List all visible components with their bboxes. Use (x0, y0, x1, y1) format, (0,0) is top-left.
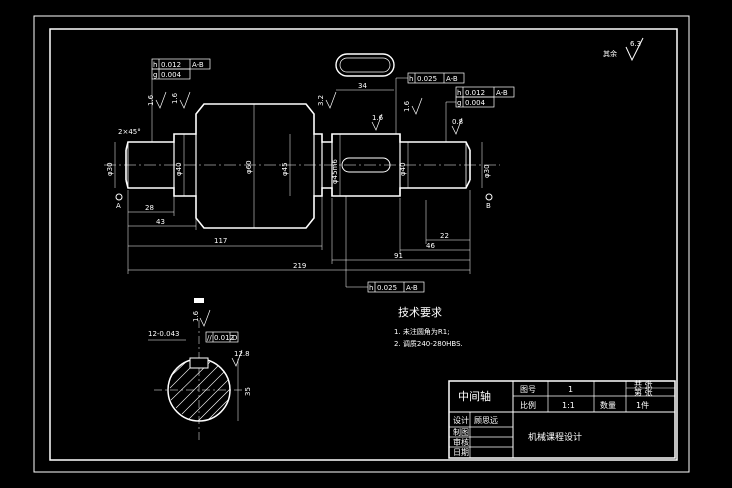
tol-sym: // (207, 334, 212, 342)
tol-val: 0.012 (465, 89, 485, 97)
qty-value: 1件 (636, 400, 649, 410)
roughness-symbol-icon (625, 37, 644, 62)
diameter-dims (114, 104, 483, 228)
tol-sym: g (457, 99, 461, 107)
roughness-value: 0.8 (452, 118, 463, 126)
dim-phi45m6: φ45m6 (331, 159, 339, 184)
roughness-value: 1.6 (372, 114, 384, 122)
sheet-total-label: 共 张 (634, 380, 653, 389)
roughness-value: 3.2 (317, 95, 325, 106)
dim-12-dev: 12-0.043 (148, 330, 179, 338)
designer-name: 顾思远 (474, 416, 498, 425)
roughness-symbol-icon (199, 309, 211, 327)
inner-border (49, 28, 678, 461)
title-block (448, 380, 676, 459)
tol-ref: A-B (192, 61, 204, 69)
dim-phi40-right: φ40 (399, 162, 407, 176)
tech-req-title: 技术要求 (398, 306, 442, 319)
dim-117: 117 (214, 237, 227, 245)
datum-a-label: A (116, 202, 121, 210)
course-title: 机械课程设计 (528, 431, 582, 443)
drawing-no: 1 (568, 385, 573, 394)
scale-value: 1:1 (562, 401, 575, 410)
designer-label: 设计 (453, 415, 469, 425)
tolerance-frame-top: h 0.025 A-B (395, 72, 465, 134)
tol-ref: D (232, 334, 237, 342)
dim-22: 22 (440, 232, 449, 240)
tol-val: 0.004 (465, 99, 486, 107)
tolerance-frame-bottom: h 0.025 A-B (345, 196, 425, 293)
date-label: 日期 (453, 448, 469, 457)
roughness-value: 12.8 (234, 350, 250, 358)
keyway-top-view (335, 53, 395, 77)
tol-ref: A-B (496, 89, 508, 97)
drawer-label: 制图 (453, 427, 469, 437)
tol-sym: h (457, 89, 461, 97)
tol-val: 0.012 (214, 334, 234, 342)
other-roughness-value: 6.3 (630, 40, 641, 48)
qty-label: 数量 (600, 400, 616, 410)
tol-sym: g (153, 71, 157, 79)
keyway-length-34: 34 (358, 82, 367, 90)
tolerance-frame-section: // 0.012 D (205, 331, 239, 343)
tol-ref: A-B (406, 284, 418, 292)
dim-phi40-left: φ40 (175, 162, 183, 176)
dim-phi60: φ60 (245, 160, 253, 174)
scale-label: 比例 (520, 400, 536, 410)
tolerance-frame-left: h 0.012 A-B g 0.004 (151, 58, 211, 142)
part-name: 中间轴 (458, 389, 491, 403)
dim-chamfer: 2×45° (118, 128, 141, 136)
dim-91: 91 (394, 252, 403, 260)
tol-val: 0.004 (161, 71, 182, 79)
dim-35: 35 (244, 387, 252, 396)
roughness-value: 1.6 (192, 310, 200, 322)
dim-43: 43 (156, 218, 165, 226)
keyway-slot (341, 157, 391, 173)
dim-phi30-left: φ30 (106, 162, 114, 176)
keyway-top-inner (339, 57, 391, 73)
tol-sym: h (369, 284, 373, 292)
tol-val: 0.025 (417, 75, 437, 83)
section-keyway (189, 357, 209, 369)
dim-phi30-right: φ30 (483, 164, 491, 178)
datum-b-label: B (486, 202, 491, 210)
dim-28: 28 (145, 204, 154, 212)
tol-sym: h (153, 61, 157, 69)
tech-note-2: 2. 调质240-280HBS. (394, 339, 463, 348)
roughness-value: 1.6 (147, 94, 155, 106)
other-roughness-label: 其余 (603, 49, 617, 58)
tol-sym: h (409, 75, 413, 83)
sheet-no-label: 第 张 (634, 387, 653, 397)
dim-total-219: 219 (293, 262, 306, 270)
roughness-value: 1.6 (171, 92, 179, 104)
dim-phi45: φ45 (281, 162, 289, 176)
drawing-no-label: 图号 (520, 385, 536, 394)
datum-b-marker (485, 193, 493, 201)
checker-label: 审核 (453, 437, 469, 447)
length-dims (127, 190, 471, 274)
datum-a-marker (115, 193, 123, 201)
shaft-profile-lower (125, 179, 471, 229)
roughness-value: 1.6 (403, 100, 411, 112)
tech-note-1: 1. 未注圆角为R1; (394, 327, 450, 336)
tol-val: 0.012 (161, 61, 181, 69)
tolerance-frame-right: h 0.012 A-B g 0.004 (445, 86, 515, 142)
section-mark-top (194, 298, 204, 303)
shaft-profile-upper (125, 103, 471, 151)
tol-ref: A-B (446, 75, 458, 83)
outer-border (33, 15, 690, 473)
dim-46: 46 (426, 242, 435, 250)
roughness-symbol-icon (231, 349, 243, 367)
roughness-marks (155, 91, 463, 135)
tol-val: 0.025 (377, 284, 397, 292)
